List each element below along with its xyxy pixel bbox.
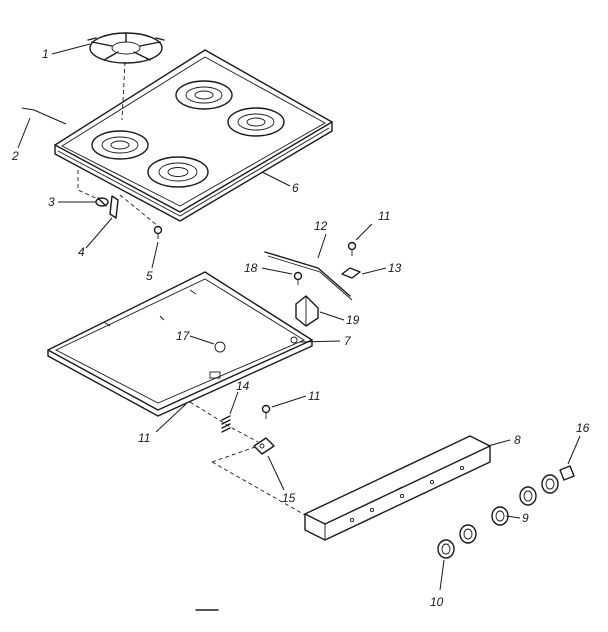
spring-part bbox=[221, 415, 231, 433]
burner-grate bbox=[87, 32, 165, 64]
callout-5: 5 bbox=[146, 269, 153, 283]
cooktop-guide-line bbox=[119, 194, 159, 227]
mount-guide-line bbox=[189, 401, 259, 443]
mount-bracket-part bbox=[253, 437, 275, 455]
grate-guide-line bbox=[121, 61, 126, 121]
callout-8: 8 bbox=[514, 433, 521, 447]
callout-15: 15 bbox=[282, 491, 296, 505]
callout-11-left: 11 bbox=[138, 431, 150, 445]
cooktop-guide-line bbox=[77, 170, 101, 201]
control-knob bbox=[491, 506, 509, 526]
screw-part bbox=[153, 225, 163, 239]
mount-guide-line bbox=[211, 445, 259, 463]
burner-box bbox=[47, 271, 313, 417]
bracket-part bbox=[295, 295, 319, 327]
callout-11-top: 11 bbox=[378, 209, 390, 223]
callout-7: 7 bbox=[344, 334, 352, 348]
control-knob bbox=[437, 539, 455, 559]
callout-13: 13 bbox=[388, 261, 402, 275]
cooktop bbox=[54, 49, 333, 222]
washer-part bbox=[293, 271, 303, 285]
callout-19: 19 bbox=[346, 313, 360, 327]
clip-part bbox=[95, 197, 109, 207]
callout-16: 16 bbox=[576, 421, 590, 435]
rod-part bbox=[264, 251, 353, 301]
knob-clip bbox=[559, 465, 575, 481]
control-knob bbox=[541, 474, 559, 494]
callout-14: 14 bbox=[236, 379, 250, 393]
callout-2: 2 bbox=[11, 149, 19, 163]
callout-1: 1 bbox=[42, 47, 49, 61]
nut-part bbox=[341, 267, 361, 279]
callout-6: 6 bbox=[292, 181, 299, 195]
callout-12: 12 bbox=[314, 219, 328, 233]
callout-18: 18 bbox=[244, 261, 258, 275]
callout-17: 17 bbox=[176, 329, 191, 343]
callout-11-right: 11 bbox=[308, 389, 320, 403]
callout-9: 9 bbox=[522, 511, 529, 525]
leader-lines bbox=[17, 43, 581, 591]
callout-4: 4 bbox=[78, 245, 85, 259]
bolt-part bbox=[347, 241, 357, 256]
screw-part bbox=[261, 404, 271, 419]
control-knob bbox=[459, 524, 477, 544]
callout-10: 10 bbox=[430, 595, 444, 609]
mount-guide-line bbox=[211, 461, 306, 516]
control-panel bbox=[304, 435, 491, 541]
callout-3: 3 bbox=[48, 195, 55, 209]
bracket-part bbox=[109, 195, 119, 219]
control-knob bbox=[519, 486, 537, 506]
